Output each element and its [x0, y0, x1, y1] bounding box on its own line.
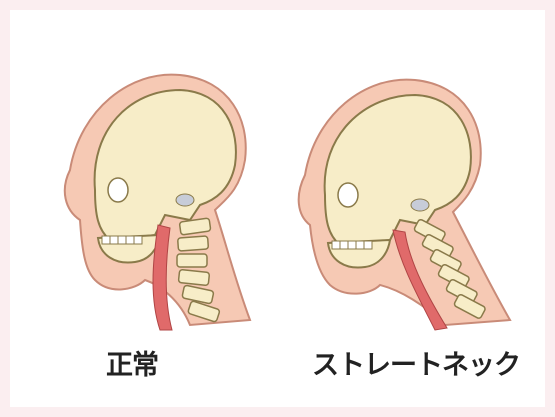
normal-neck-svg: [40, 50, 270, 350]
caption-normal: 正常: [106, 343, 158, 382]
straight-neck-illustration: [285, 50, 515, 350]
eye-socket: [338, 183, 358, 207]
ear-region: [411, 199, 429, 211]
content-panel: 正常 ストレートネック: [10, 10, 545, 407]
straight-neck-svg: [285, 50, 515, 350]
teeth: [332, 241, 372, 249]
caption-straight-neck: ストレートネック: [312, 343, 520, 382]
normal-neck-illustration: [40, 50, 270, 350]
teeth: [102, 236, 142, 244]
ear-region: [176, 194, 194, 206]
eye-socket: [108, 178, 128, 202]
